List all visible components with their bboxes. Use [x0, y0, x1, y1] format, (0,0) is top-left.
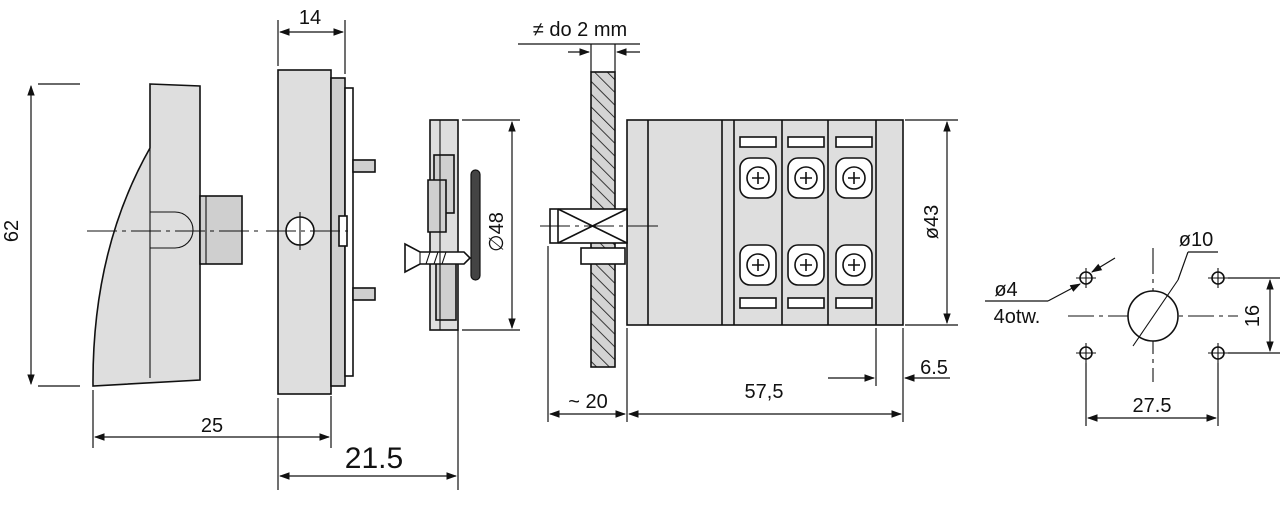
- dim-43: ø43: [905, 119, 958, 326]
- dim-43-label: ø43: [921, 205, 943, 239]
- dim-20-label: ~ 20: [568, 391, 607, 413]
- knob-shaft: [199, 195, 243, 265]
- dim-62: 62: [1, 83, 80, 387]
- front-plate-view: [266, 69, 376, 395]
- dim-6-5-label: 6.5: [920, 357, 948, 379]
- switch-body: [626, 119, 904, 326]
- dim-20: ~ 20: [547, 246, 628, 422]
- clamp-spring-bar: [470, 169, 481, 281]
- dim-10-label: ø10: [1179, 229, 1213, 251]
- dim-14-label: 14: [299, 7, 321, 29]
- panel-and-switch-view: [540, 71, 904, 368]
- drilling-pattern-view: 27.5 16 ø10 ø4 4otw.: [985, 229, 1280, 426]
- dim-27-5-label: 27.5: [1133, 395, 1172, 417]
- dim-48: ∅48: [462, 119, 520, 331]
- dim-57-5-label: 57,5: [745, 381, 784, 403]
- dim-25-label: 25: [201, 415, 223, 437]
- dim-21-5: 21.5: [277, 330, 459, 490]
- dim-14: 14: [277, 7, 346, 74]
- dim-panel-thickness: ≠ do 2 mm: [518, 19, 640, 72]
- dim-48-label: ∅48: [486, 212, 508, 252]
- dim-hole-4-label: ø4: [994, 279, 1017, 301]
- clamp-screw: [404, 242, 472, 274]
- dim-57-5: 57,5: [627, 328, 904, 422]
- hole-count-label: 4otw.: [994, 306, 1041, 328]
- dim-16-label: 16: [1242, 305, 1264, 327]
- knob-side-view: [87, 83, 258, 387]
- terminal-row-lower: [739, 244, 873, 309]
- knob-body: [92, 83, 201, 387]
- clamp-section-view: [404, 119, 481, 331]
- dim-62-label: 62: [1, 220, 23, 242]
- dim-panel-thickness-label: ≠ do 2 mm: [533, 19, 627, 41]
- dim-6-5: 6.5: [828, 328, 950, 386]
- dim-21-5-label: 21.5: [345, 442, 403, 475]
- mounting-holes: [1076, 268, 1228, 363]
- dim-25: 25: [92, 390, 332, 448]
- terminal-row-upper: [739, 136, 873, 199]
